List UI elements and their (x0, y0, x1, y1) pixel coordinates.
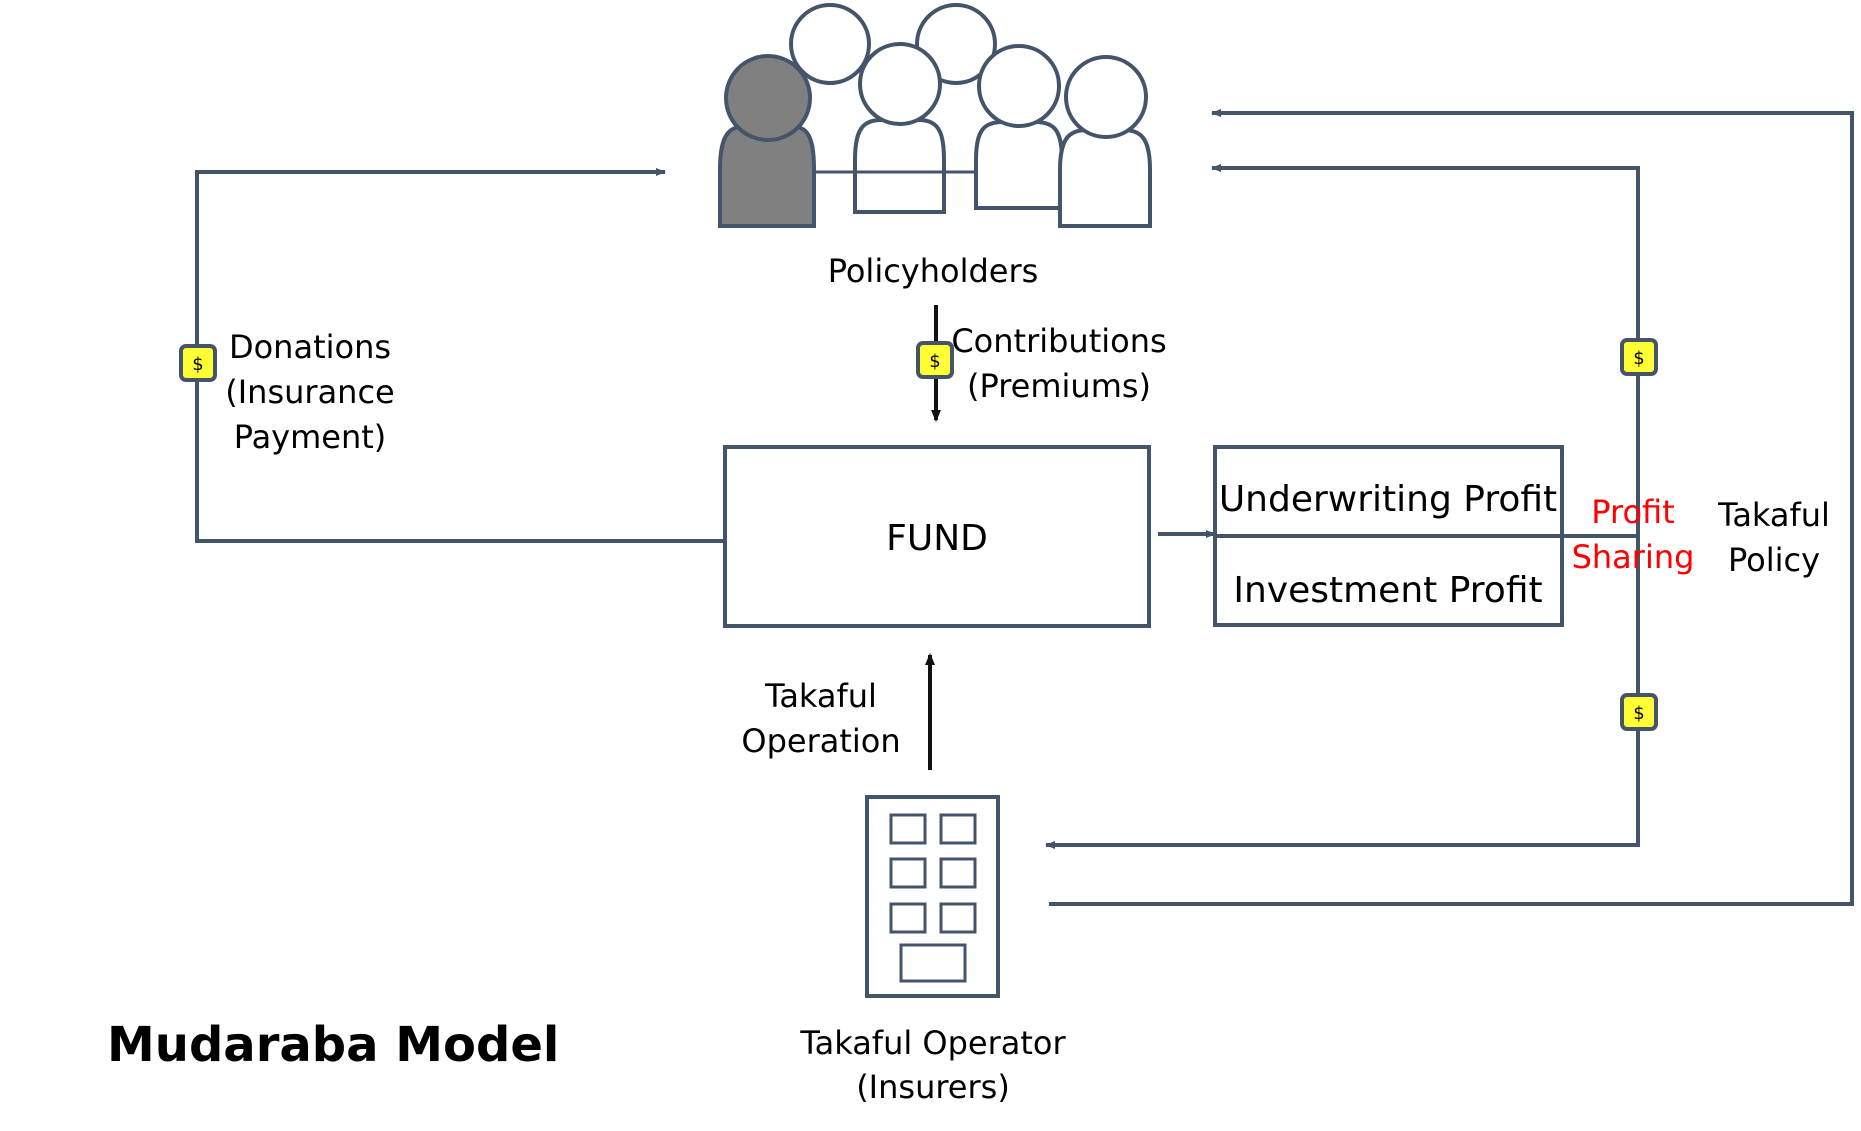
coin-icon: $ (1620, 338, 1658, 376)
contributions-label-line1: Contributions (951, 322, 1166, 360)
operator-label-line1: Takaful Operator (799, 1024, 1066, 1062)
svg-text:$: $ (929, 351, 940, 372)
donations-label-line3: Payment) (234, 418, 387, 456)
takaful-policy-label-line2: Policy (1728, 541, 1820, 579)
underwriting-profit-label: Underwriting Profit (1219, 479, 1557, 520)
investment-profit-label: Investment Profit (1233, 570, 1542, 611)
policyholders-label: Policyholders (828, 252, 1039, 290)
fund-label: FUND (886, 518, 988, 559)
takaful-policy-label-line1: Takaful (1717, 496, 1830, 534)
profit-sharing-to-operator-line (1045, 536, 1640, 849)
profit-sharing-to-policyholders-line (1211, 164, 1640, 536)
takaful-operation-label-line2: Operation (741, 722, 900, 760)
profit-sharing-label-line1: Profit (1591, 493, 1674, 531)
page-title: Mudaraba Model (107, 1017, 559, 1073)
profit-sharing-label-line2: Sharing (1572, 538, 1695, 576)
donations-label-line2: (Insurance (225, 373, 394, 411)
svg-text:$: $ (192, 354, 203, 375)
svg-text:$: $ (1633, 703, 1644, 724)
coin-icon: $ (916, 341, 954, 379)
svg-text:$: $ (1633, 348, 1644, 369)
fund-box (723, 445, 1151, 628)
takaful-operation-label-line1: Takaful (764, 677, 877, 715)
coin-icon: $ (179, 344, 217, 382)
contributions-label-line2: (Premiums) (967, 367, 1151, 405)
office-building-icon (865, 795, 1000, 998)
coin-icon: $ (1620, 693, 1658, 731)
people-group-icon (718, 3, 1152, 228)
takaful-policy-line (1049, 109, 1854, 906)
donations-label-line1: Donations (229, 328, 391, 366)
operator-label-line2: (Insurers) (856, 1068, 1010, 1106)
